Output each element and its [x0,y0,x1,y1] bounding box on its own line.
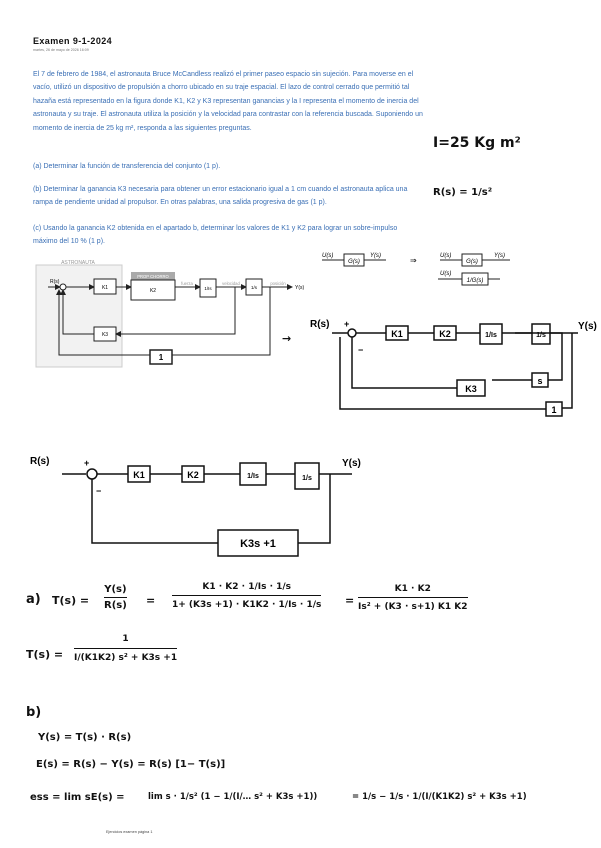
a-lhs: T(s) = [52,594,90,607]
rule-u2: U(s) [440,253,451,259]
a-frac2-num: K1 · K2 · 1/Is · 1/s [202,582,292,592]
problem-intro: El 7 de febrero de 1984, el astronauta B… [33,71,423,132]
propulsor-label: PROP CHORRO [137,274,169,279]
block-rule-diagram: U(s) G(s) Y(s) ⇒ U(s) G(s) Y(s) U(s) 1/G… [322,253,510,286]
a-frac3: K1 · K2 Is² + (K3 · s+1) K1 K2 [358,584,468,612]
force-label: fuerza [181,281,193,286]
rule-u3: U(s) [440,271,451,277]
t-frac: 1 I/(K1K2) s² + K3s +1 [74,634,178,663]
ramp-note: R(s) = 1/s² [433,187,493,198]
a-eq2: = [345,594,355,607]
hw2-plus: + [84,458,89,468]
hw1-k2: K2 [439,329,451,339]
a-eq: = [146,594,156,607]
hw1-s-block: s [537,376,542,386]
astronaut-label: ASTRONAUTA [61,260,95,266]
hw2-k1: K1 [133,470,145,480]
a-frac1-num: Y(s) [104,584,127,595]
b-line2: E(s) = R(s) − Y(s) = R(s) [1− T(s)] [36,759,226,770]
k2-block [130,279,176,301]
hw1-minus: − [358,345,363,355]
question-b: (b) Determinar la ganancia K3 necesaria … [33,186,408,207]
inertia-block [199,278,217,298]
document-date: martes, 26 de mayo de 2026 16:09 [33,48,89,52]
a-frac3-den: Is² + (K3 · s+1) K1 K2 [358,597,468,612]
a-frac2-den: 1+ (K3s +1) · K1K2 · 1/Is · 1/s [172,595,322,610]
t-den: I/(K1K2) s² + K3s +1 [74,648,178,663]
summing-junction [59,283,67,291]
question-a: (a) Determinar la función de transferenc… [33,163,221,170]
hw1-inertia: 1/Is [485,332,497,339]
b-line1: Y(s) = T(s) · R(s) [38,732,132,743]
position-label: posición [270,281,286,286]
section-b-label: b) [26,705,42,720]
a-frac3-num: K1 · K2 [394,584,431,594]
integrator-label: 1/s [251,285,258,290]
t-lhs: T(s) = [26,648,64,661]
hw2-k2: K2 [187,470,199,480]
rule-u1: U(s) [322,253,333,259]
inertia-note: I=25 Kg m² [433,135,521,151]
unity-feedback-block [149,349,173,365]
hw2-inertia: 1/Is [247,473,259,480]
k1-label: K1 [102,285,108,291]
hw1-plus: + [344,319,349,329]
b-line3-rhs: = 1/s − 1/s · 1/(I/(K1K2) s² + K3s +1) [352,792,527,802]
t-num: 1 [122,634,129,644]
rule-y1: Y(s) [370,253,381,259]
hw1-one-block: 1 [551,405,556,415]
inertia-label: 1/Is [204,286,212,291]
handwritten-diagram-1: R(s) + − K1 K2 1/Is 1/s Y(s) s K3 1 [310,319,597,417]
rule-g3: 1/G(s) [467,278,484,284]
propulsor-header [131,272,175,280]
handwritten-diagram-2: R(s) + − K1 K2 1/Is 1/s Y(s) K3s +1 [30,456,361,557]
hw1-output: Y(s) [578,321,597,332]
printed-block-diagram: ASTRONAUTA R(s) K1 PROP CHORRO K2 fuerza… [35,260,305,368]
hw2-minus: − [96,486,101,496]
hw2-integrator: 1/s [302,475,312,482]
hw1-k3-block: K3 [465,384,477,394]
output-label: Y(s) [295,285,305,291]
k3-label: K3 [102,332,108,338]
document-title: Examen 9-1-2024 [33,36,113,46]
hw1-k1: K1 [391,329,403,339]
hw1-input: R(s) [310,319,329,330]
hw2-input: R(s) [30,456,49,467]
hw2-feedback-label: K3s +1 [240,538,276,550]
a-frac1-den: R(s) [104,597,127,611]
rule-g1: G(s) [348,259,360,265]
unity-feedback-label: 1 [159,353,164,362]
b-line3-lhs: ess = lim sE(s) = [30,792,125,803]
velocity-label: velocidad [222,281,240,286]
b-line3-mid: lim s · 1/s² (1 − 1/(I/… s² + K3s +1)) [148,792,318,802]
hw2-output: Y(s) [342,458,361,469]
page-footer: Ejercicios examen página 1 [106,830,153,834]
rule-g2: G(s) [466,259,478,265]
hw-transform-arrow: → [282,332,292,345]
hw1-integrator: 1/s [536,332,546,339]
a-frac1: Y(s) R(s) [104,584,127,611]
rule-y2: Y(s) [494,253,505,259]
a-frac2: K1 · K2 · 1/Is · 1/s 1+ (K3s +1) · K1K2 … [172,582,322,610]
input-label: R(s) [50,279,60,285]
rule-arrow: ⇒ [410,256,417,265]
k2-label: K2 [150,288,156,294]
question-c: (c) Usando la ganancia K2 obtenida en el… [33,225,398,246]
section-a-label: a) [26,592,41,607]
